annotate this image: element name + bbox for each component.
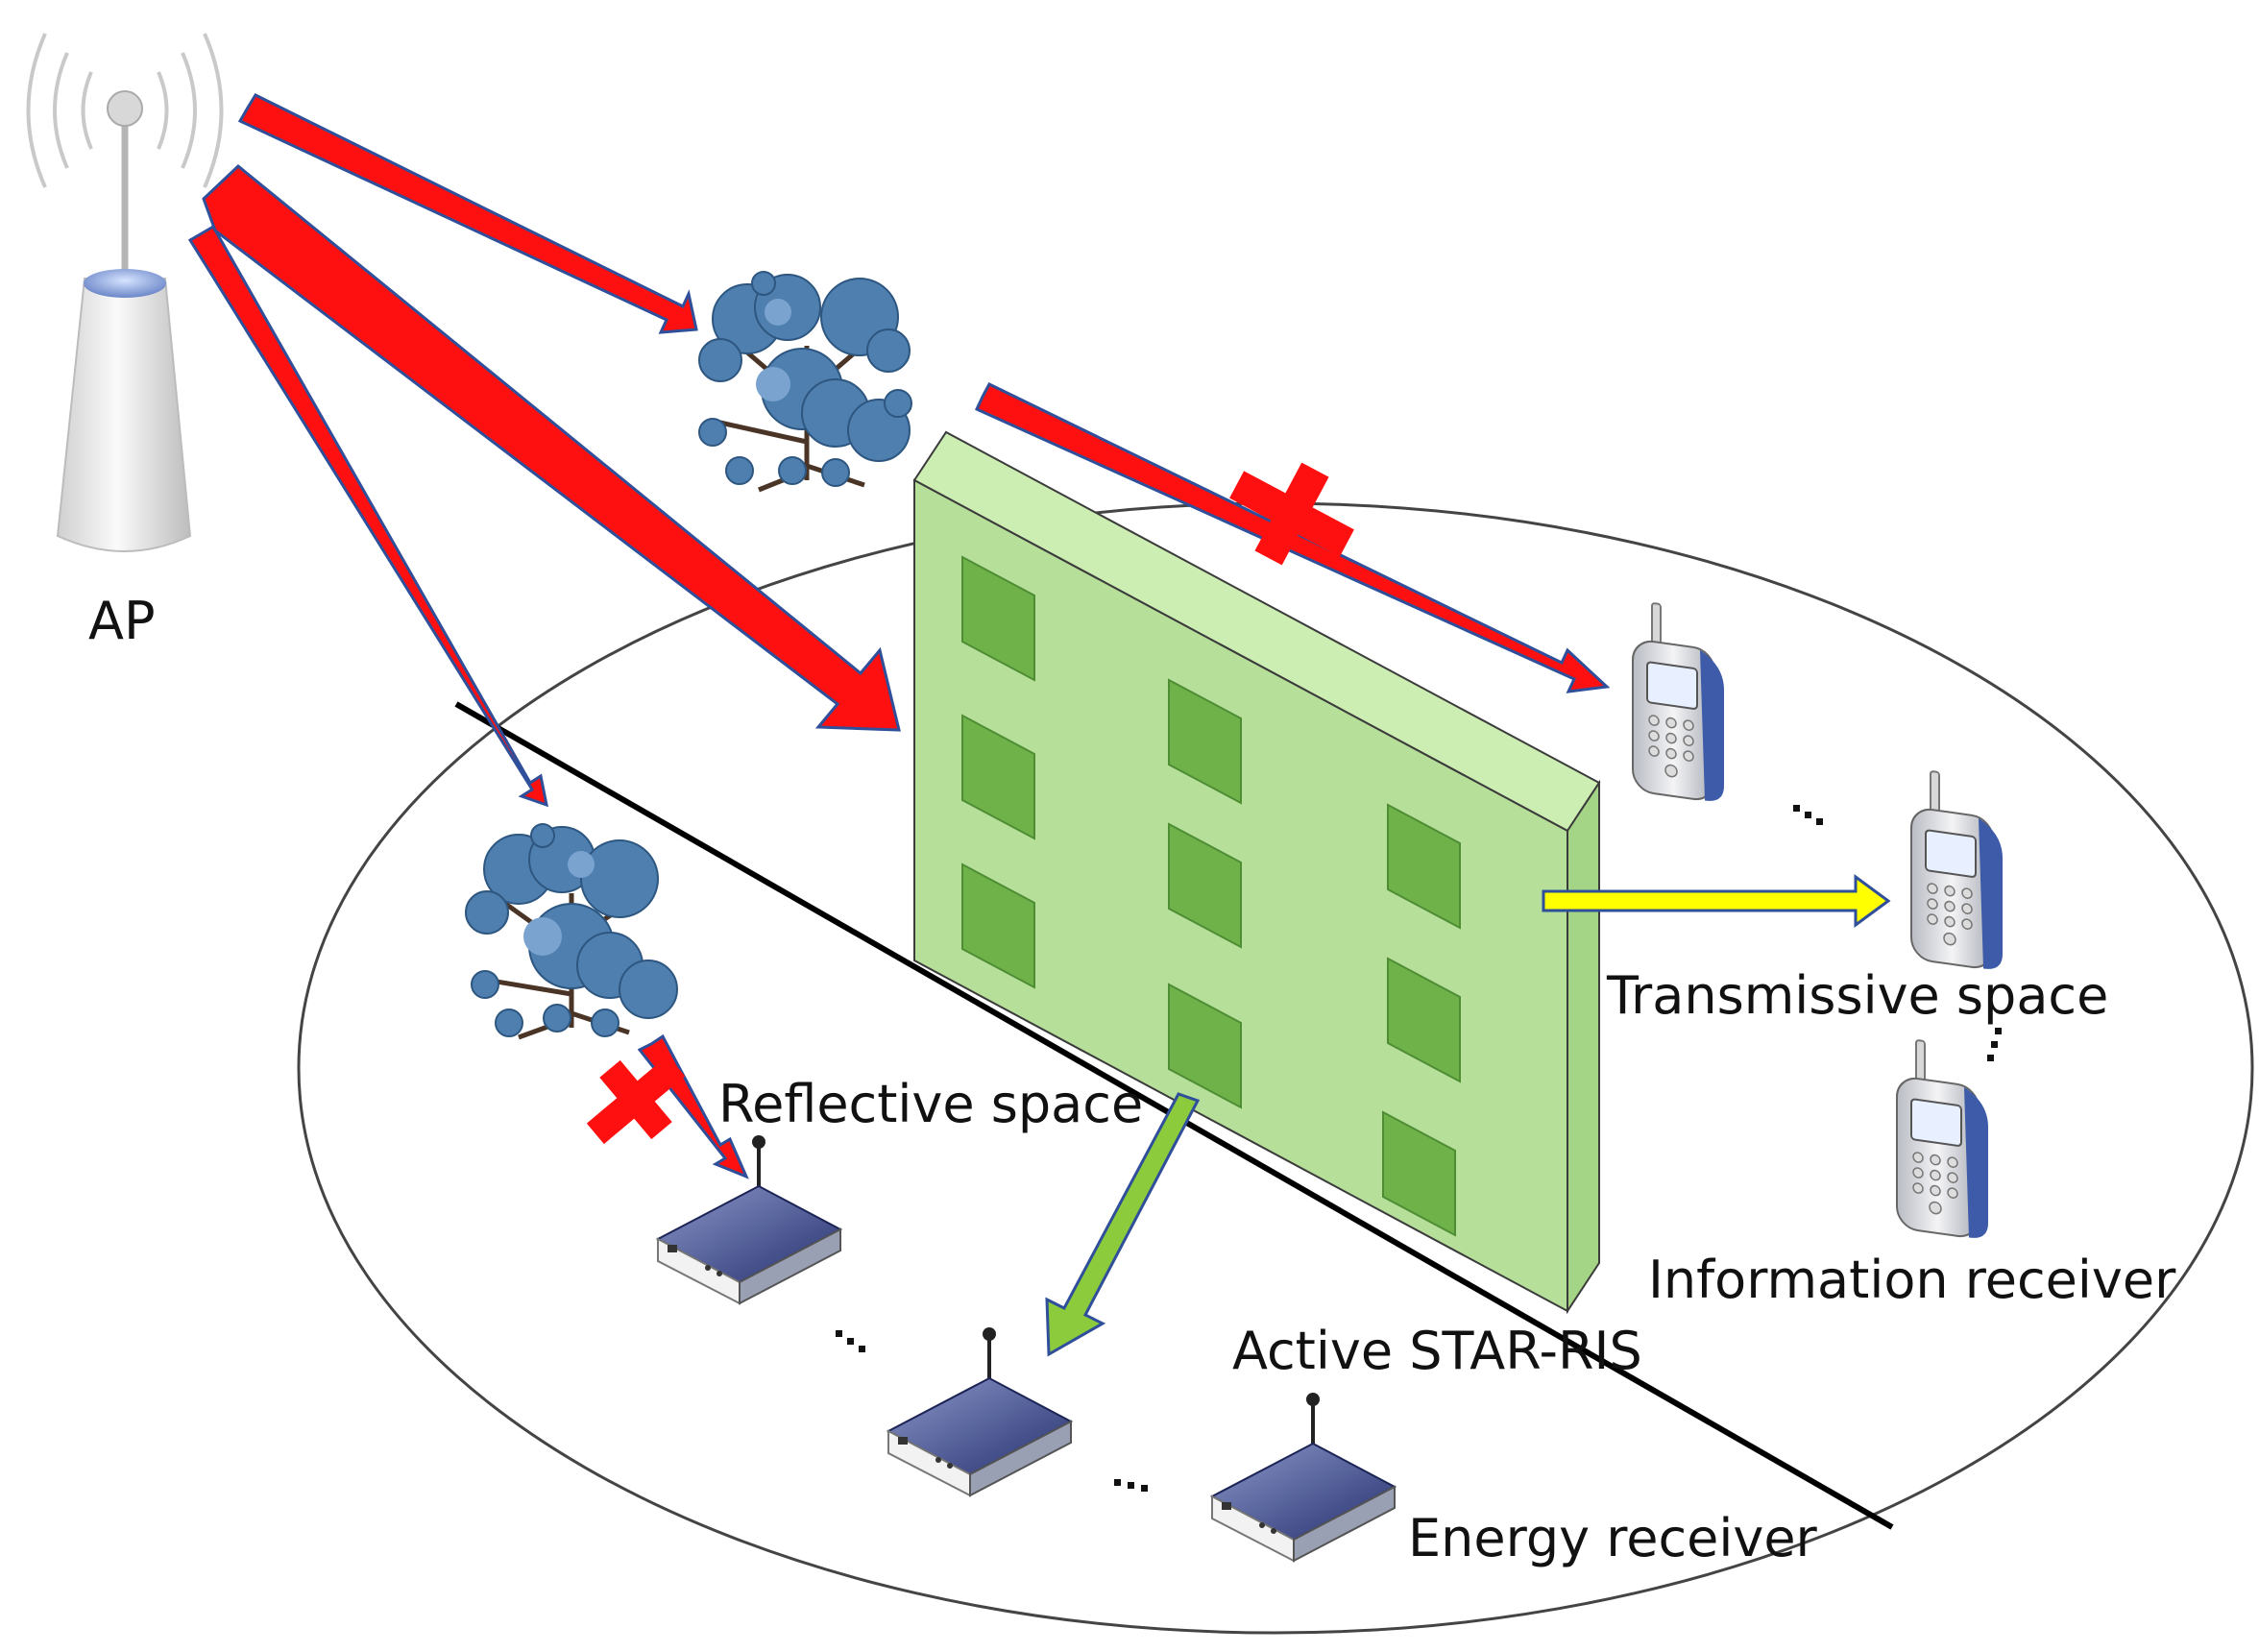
- signal-arrow-to-tree-lower: [187, 224, 548, 808]
- reflection-arrow: [1045, 1092, 1201, 1357]
- ellipsis-icon: [1114, 1479, 1148, 1492]
- transmissive-space-label: Transmissive space: [1607, 965, 2109, 1026]
- access-point: [26, 33, 224, 552]
- tree-icon: [698, 271, 912, 493]
- tree-icon: [465, 823, 678, 1040]
- reflective-space-label: Reflective space: [718, 1074, 1144, 1134]
- wifi-waves-icon: [26, 33, 224, 188]
- mobile-phone-icon: [1896, 1039, 1988, 1238]
- ap-label: AP: [88, 591, 156, 651]
- router-icon: [1209, 1393, 1397, 1563]
- ris-element: [1387, 957, 1461, 1083]
- information-receiver-label: Information receiver: [1648, 1250, 2176, 1310]
- wifi-tower-icon: [56, 278, 192, 552]
- ris-element: [1382, 1110, 1456, 1237]
- ris-element: [1168, 983, 1242, 1109]
- signal-arrow-to-ris: [202, 164, 901, 732]
- transmission-arrow: [1542, 874, 1891, 928]
- signal-arrow-to-tree: [237, 93, 698, 334]
- ellipsis-icon: [836, 1330, 865, 1352]
- ris-side-face: [1567, 779, 1600, 1315]
- ellipsis-icon: [1987, 1028, 2002, 1061]
- router-icon: [655, 1135, 843, 1305]
- active-star-ris: [912, 430, 1601, 1315]
- tower-top-icon: [84, 269, 166, 298]
- antenna-tip-icon: [107, 90, 143, 127]
- router-icon: [886, 1327, 1074, 1497]
- ris-element: [961, 555, 1035, 682]
- mobile-phone-icon: [1632, 602, 1724, 801]
- ris-element: [961, 862, 1035, 989]
- ellipsis-icon: [1793, 805, 1823, 825]
- active-star-ris-label: Active STAR-RIS: [1232, 1321, 1642, 1381]
- ris-element: [961, 714, 1035, 840]
- ris-element: [1168, 822, 1242, 949]
- energy-receiver-label: Energy receiver: [1408, 1508, 1817, 1568]
- mobile-phone-icon: [1910, 770, 2003, 969]
- cross-mark-icon: [586, 1055, 686, 1145]
- cross-mark-icon: [1229, 462, 1354, 566]
- ris-element: [1168, 678, 1242, 805]
- ris-element: [1387, 803, 1461, 930]
